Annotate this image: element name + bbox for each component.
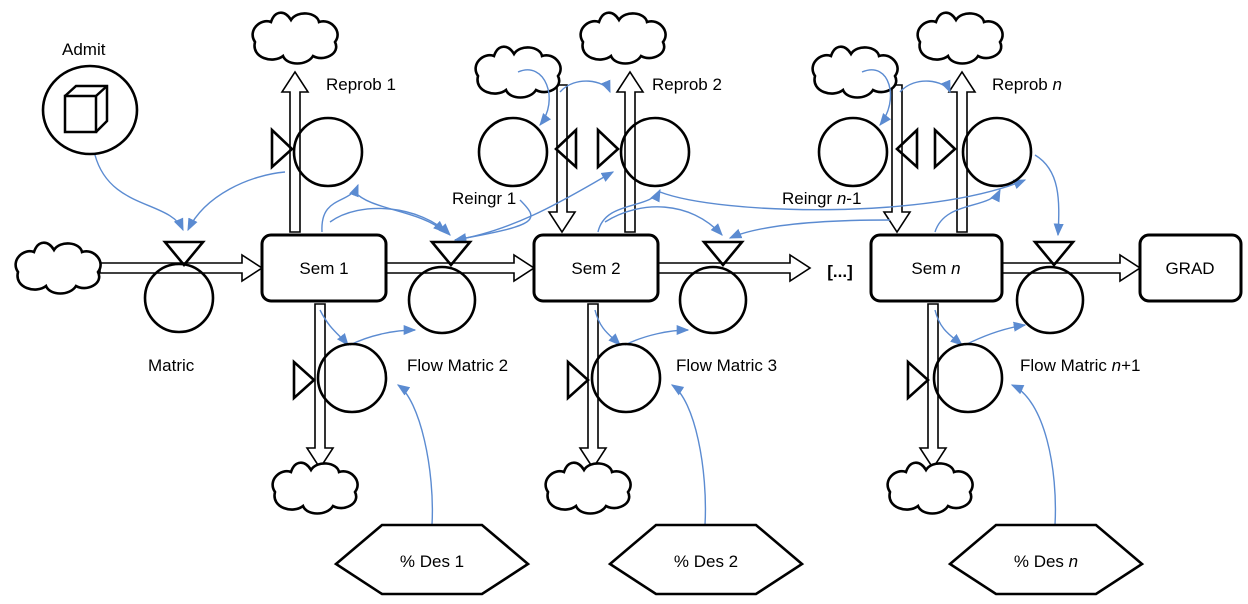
- cloud-reingr-n: [811, 45, 899, 99]
- valve-matric: [143, 262, 215, 334]
- valves: [143, 116, 1085, 414]
- valve-drop-2-triangle: [566, 359, 590, 401]
- cloud-top-n: [916, 11, 1004, 65]
- reprob-2-label: Reprob 2: [652, 75, 722, 94]
- diamond-des-2: [607, 523, 805, 596]
- cloud-top-2: [579, 11, 667, 65]
- diamond-des-1: [333, 523, 531, 596]
- cloud-bottom-2: [544, 461, 632, 515]
- stock-sem1-label: Sem 1: [299, 259, 348, 278]
- stocks: Sem 1 Sem 2 Sem n GRAD [...]: [260, 233, 1243, 303]
- valve-flow-2-3: [678, 265, 748, 335]
- valve-grad-triangle: [1032, 240, 1076, 268]
- stock-semn: [869, 233, 1004, 303]
- valve-flow-1-2: [407, 265, 477, 335]
- valve-reprob-n-triangle: [933, 126, 957, 170]
- pipe-semn-grad: [1001, 253, 1142, 283]
- valve-flow-1-2-triangle: [429, 240, 473, 268]
- pipe-sem2-ellipsis: [657, 253, 812, 283]
- pipe-drop-n: [918, 303, 948, 470]
- pipe-reingr-1: [547, 84, 577, 234]
- dropout-parameters: % Des 1 % Des 2 % Des n: [333, 523, 1145, 596]
- clouds: [14, 11, 1004, 515]
- valve-drop-2: [590, 342, 662, 414]
- stock-sem1: [260, 233, 388, 303]
- reingr-n-label: Reingr n-1: [782, 189, 861, 208]
- flow-matric-3-label: Flow Matric 3: [676, 356, 777, 375]
- admit-label: Admit: [62, 40, 106, 59]
- valve-reingr-1: [477, 116, 549, 188]
- stock-grad-label: GRAD: [1165, 259, 1214, 278]
- cloud-top-1: [251, 11, 339, 65]
- valve-reprob-n: [961, 116, 1033, 188]
- reingr-1-label: Reingr 1: [452, 189, 516, 208]
- flow-matric-n-label: Flow Matric n+1: [1020, 356, 1140, 375]
- pipe-inflow-matric: [99, 253, 264, 283]
- valve-matric-triangle: [162, 240, 206, 268]
- valve-reprob-1: [292, 116, 364, 188]
- reprob-1-label: Reprob 1: [326, 75, 396, 94]
- flow-matric-2-label: Flow Matric 2: [407, 356, 508, 375]
- des-n-label: % Des n: [1014, 552, 1078, 571]
- valve-reingr-n-triangle: [895, 126, 919, 170]
- valve-reprob-2: [619, 116, 691, 188]
- des-2-label: % Des 2: [674, 552, 738, 571]
- valve-reprob-1-triangle: [270, 126, 294, 170]
- stock-sem2: [532, 233, 660, 303]
- cube-icon: [63, 84, 109, 134]
- valve-reingr-n: [817, 116, 889, 188]
- labels: Matric Reprob 1 Reprob 2 Reprob n Reingr…: [148, 75, 1140, 375]
- admit-node: Admit: [41, 40, 139, 156]
- cloud-bottom-n: [886, 461, 974, 515]
- reprob-n-label: Reprob n: [992, 75, 1062, 94]
- matric-label: Matric: [148, 356, 195, 375]
- stock-semn-label: Sem n: [911, 259, 960, 278]
- des-1-label: % Des 1: [400, 552, 464, 571]
- ellipsis-label: [...]: [827, 262, 853, 281]
- valve-drop-n: [932, 342, 1004, 414]
- diamond-des-n: [947, 523, 1145, 596]
- valve-grad: [1015, 265, 1085, 335]
- stock-sem2-label: Sem 2: [571, 259, 620, 278]
- valve-reingr-1-triangle: [554, 126, 578, 170]
- valve-reprob-2-triangle: [596, 126, 620, 170]
- cloud-bottom-1: [271, 461, 359, 515]
- valve-drop-n-triangle: [906, 359, 930, 401]
- cloud-source: [14, 241, 102, 295]
- stock-grad: [1138, 233, 1243, 303]
- valve-drop-1: [316, 342, 388, 414]
- info-links: [94, 69, 1064, 526]
- pipe-reingr-n: [882, 84, 912, 234]
- pipe-sem1-sem2: [385, 253, 536, 283]
- valve-flow-2-3-triangle: [701, 240, 745, 268]
- valve-drop-1-triangle: [292, 359, 316, 401]
